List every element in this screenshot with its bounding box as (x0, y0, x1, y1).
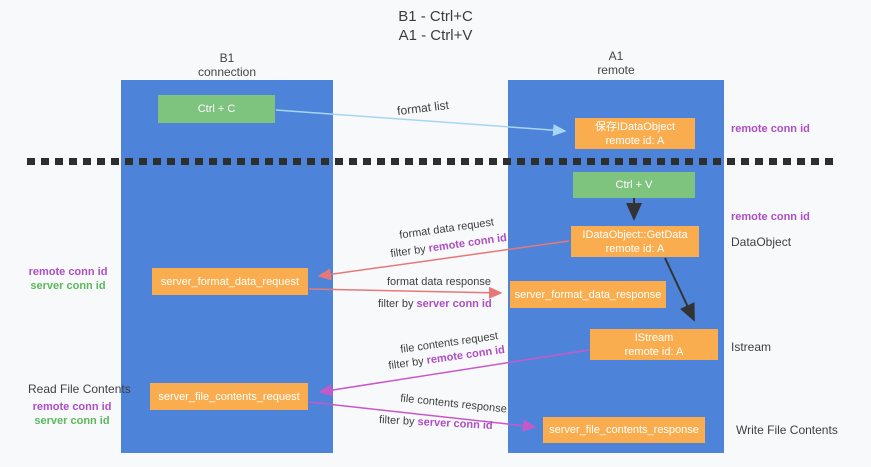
left-mid-remote-conn-id: remote conn id (28, 266, 108, 278)
filter-by-text: filter by (378, 298, 417, 310)
node-istream: IStream remote id: A (590, 329, 718, 360)
right-column-header: A1 remote (508, 49, 724, 77)
left-column-role: connection (197, 65, 257, 79)
istream-side-label: Istream (731, 340, 772, 354)
edge-label-filter-server-1: filter by server conn id (378, 298, 492, 310)
read-file-contents-label: Read File Contents (28, 382, 131, 396)
filter-by-text: filter by (378, 414, 418, 429)
write-file-contents-label: Write File Contents (736, 423, 838, 437)
dataobject-label: DataObject (731, 235, 792, 249)
right-top-remote-conn-id: remote conn id (731, 123, 810, 135)
node-istream-line2: remote id: A (624, 345, 684, 358)
node-idataobject-getdata-line1: IDataObject::GetData (582, 228, 688, 241)
node-server-format-data-response-label: server_format_data_response (514, 288, 662, 301)
node-server-file-contents-request: server_file_contents_request (150, 383, 308, 410)
left-bottom-conn-id-labels: remote conn id server conn id (30, 400, 114, 428)
phase-separator-dashed-line (27, 158, 834, 165)
node-istream-line1: IStream (634, 331, 674, 344)
node-server-format-data-request: server_format_data_request (152, 268, 308, 295)
node-server-file-contents-response: server_file_contents_response (543, 417, 705, 443)
node-server-format-data-response: server_format_data_response (510, 281, 666, 308)
node-server-format-data-request-label: server_format_data_request (160, 275, 300, 288)
right-mid-remote-conn-id: remote conn id (731, 211, 810, 223)
arrow-file-contents-response (308, 401, 537, 432)
left-column-name: B1 (219, 51, 235, 65)
node-store-idataobject-line2: remote id: A (605, 134, 665, 147)
title-line-1: B1 - Ctrl+C (398, 8, 473, 25)
arrow-format-data-request (317, 240, 570, 281)
arrow-format-data-response (308, 286, 503, 299)
node-server-file-contents-response-label: server_file_contents_response (549, 424, 699, 436)
node-ctrl-v: Ctrl + V (573, 172, 695, 198)
left-bottom-remote-conn-id: remote conn id (32, 401, 112, 413)
arrow-file-contents-request (318, 349, 590, 397)
node-idataobject-getdata-line2: remote id: A (605, 242, 665, 255)
node-idataobject-getdata: IDataObject::GetData remote id: A (571, 226, 699, 257)
right-column-name: A1 (608, 49, 624, 63)
edge-label-format-data-response: format data response (387, 276, 491, 288)
arrow-getdata-to-istream (664, 257, 695, 322)
right-column-role: remote (597, 63, 635, 77)
server-conn-id-text: server conn id (416, 298, 492, 310)
node-ctrl-c-label: Ctrl + C (197, 103, 236, 115)
node-store-idataobject: 保存IDataObject remote id: A (575, 118, 695, 149)
left-mid-conn-id-labels: remote conn id server conn id (26, 265, 110, 293)
left-column-header: B1 connection (121, 51, 333, 79)
diagram-title: B1 - Ctrl+C A1 - Ctrl+V (0, 7, 871, 45)
left-bottom-server-conn-id: server conn id (34, 415, 110, 427)
node-store-idataobject-line1: 保存IDataObject (594, 120, 676, 133)
title-line-2: A1 - Ctrl+V (398, 27, 473, 44)
node-ctrl-v-label: Ctrl + V (615, 179, 653, 191)
left-mid-server-conn-id: server conn id (30, 280, 106, 292)
node-ctrl-c: Ctrl + C (158, 95, 275, 123)
node-server-file-contents-request-label: server_file_contents_request (158, 390, 300, 403)
arrow-format-list (275, 109, 567, 137)
